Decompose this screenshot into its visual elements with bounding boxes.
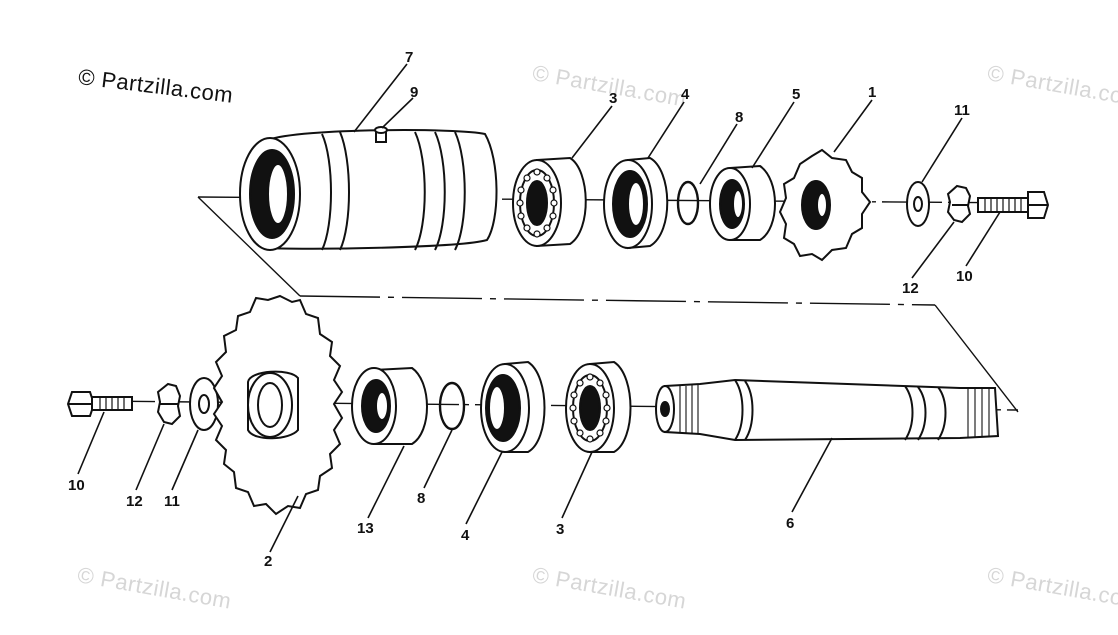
callout-8-upper: 8: [735, 109, 743, 126]
part-8-oring-lower: [440, 383, 464, 429]
part-8-oring-upper: [678, 182, 698, 224]
part-3-bearing-upper: [513, 158, 586, 246]
callout-labels: 7 9 3 4 8 5 1 11 12 10 10 12 11 2 13 8 4…: [68, 49, 973, 570]
callout-13-lower: 13: [357, 520, 374, 537]
callout-10-upper: 10: [956, 268, 973, 285]
callout-11-upper: 11: [954, 102, 970, 119]
part-10-bolt-upper: [978, 192, 1048, 218]
part-6-shaft: [656, 380, 998, 440]
callout-5-upper: 5: [792, 86, 800, 103]
part-11-washer-upper: [907, 182, 929, 226]
part-2-large-sprocket: [214, 296, 342, 514]
callout-8-lower: 8: [417, 490, 425, 507]
part-12-lockwasher-upper: [948, 186, 970, 222]
callout-6-lower: 6: [786, 515, 794, 532]
part-4-race-upper: [604, 158, 667, 248]
callout-10-lower: 10: [68, 477, 85, 494]
callout-4-upper: 4: [681, 86, 690, 103]
part-4-race-lower: [481, 362, 545, 452]
callout-12-lower: 12: [126, 493, 143, 510]
part-5-spacer: [710, 166, 775, 240]
part-11-washer-lower: [190, 378, 218, 430]
callout-3-lower: 3: [556, 521, 564, 538]
part-7-housing: [240, 127, 497, 250]
part-10-bolt-lower: [68, 392, 132, 416]
callout-1-upper: 1: [868, 84, 876, 101]
callout-12-upper: 12: [902, 280, 919, 297]
callout-9-upper: 9: [410, 84, 418, 101]
callout-4-lower: 4: [461, 527, 470, 544]
part-3-bearing-lower: [566, 362, 631, 452]
callout-11-lower: 11: [164, 493, 180, 510]
callout-7-upper: 7: [405, 49, 413, 66]
part-12-lockwasher-lower: [158, 384, 180, 424]
callout-2-lower: 2: [264, 553, 272, 570]
callout-3-upper: 3: [609, 90, 617, 107]
part-1-small-sprocket: [780, 150, 870, 260]
leader-lines: [78, 64, 1000, 552]
part-13-spacer: [352, 368, 427, 444]
